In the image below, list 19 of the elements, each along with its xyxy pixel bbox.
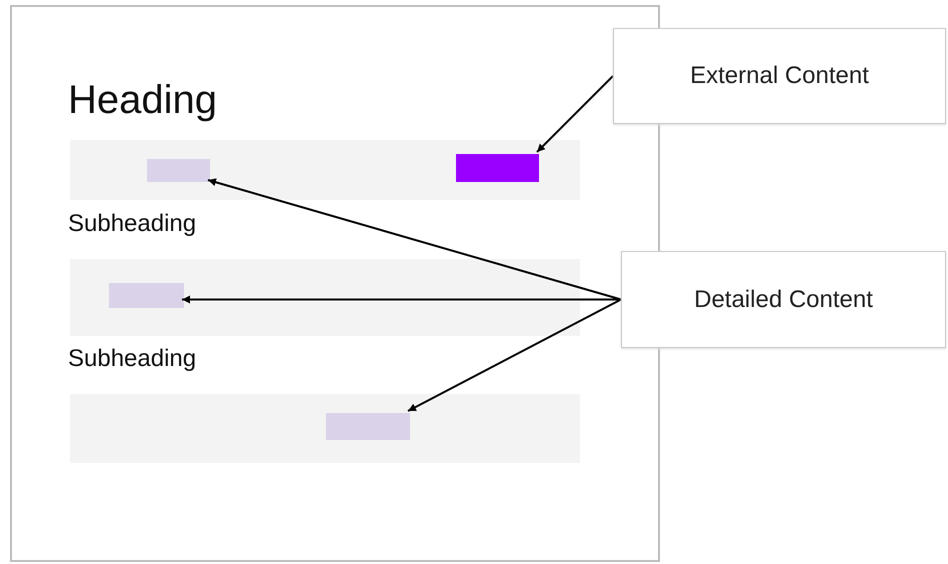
content-band [70,140,580,200]
arrow [408,298,622,412]
callout-box [621,251,946,348]
subheading: Subheading [68,345,196,373]
callout-box [613,28,946,124]
subheading: Subheading [68,210,196,238]
arrow [208,178,622,300]
arrow [182,296,621,304]
page-frame [10,5,660,562]
callout-text: External Content [690,62,869,90]
content-block [326,413,410,440]
content-block [109,283,184,308]
content-band [70,259,580,336]
content-band [70,394,580,463]
content-block [147,159,210,182]
arrow [536,75,614,153]
callout-text: Detailed Content [694,286,873,314]
heading: Heading [68,78,218,123]
highlight-block [456,154,539,182]
